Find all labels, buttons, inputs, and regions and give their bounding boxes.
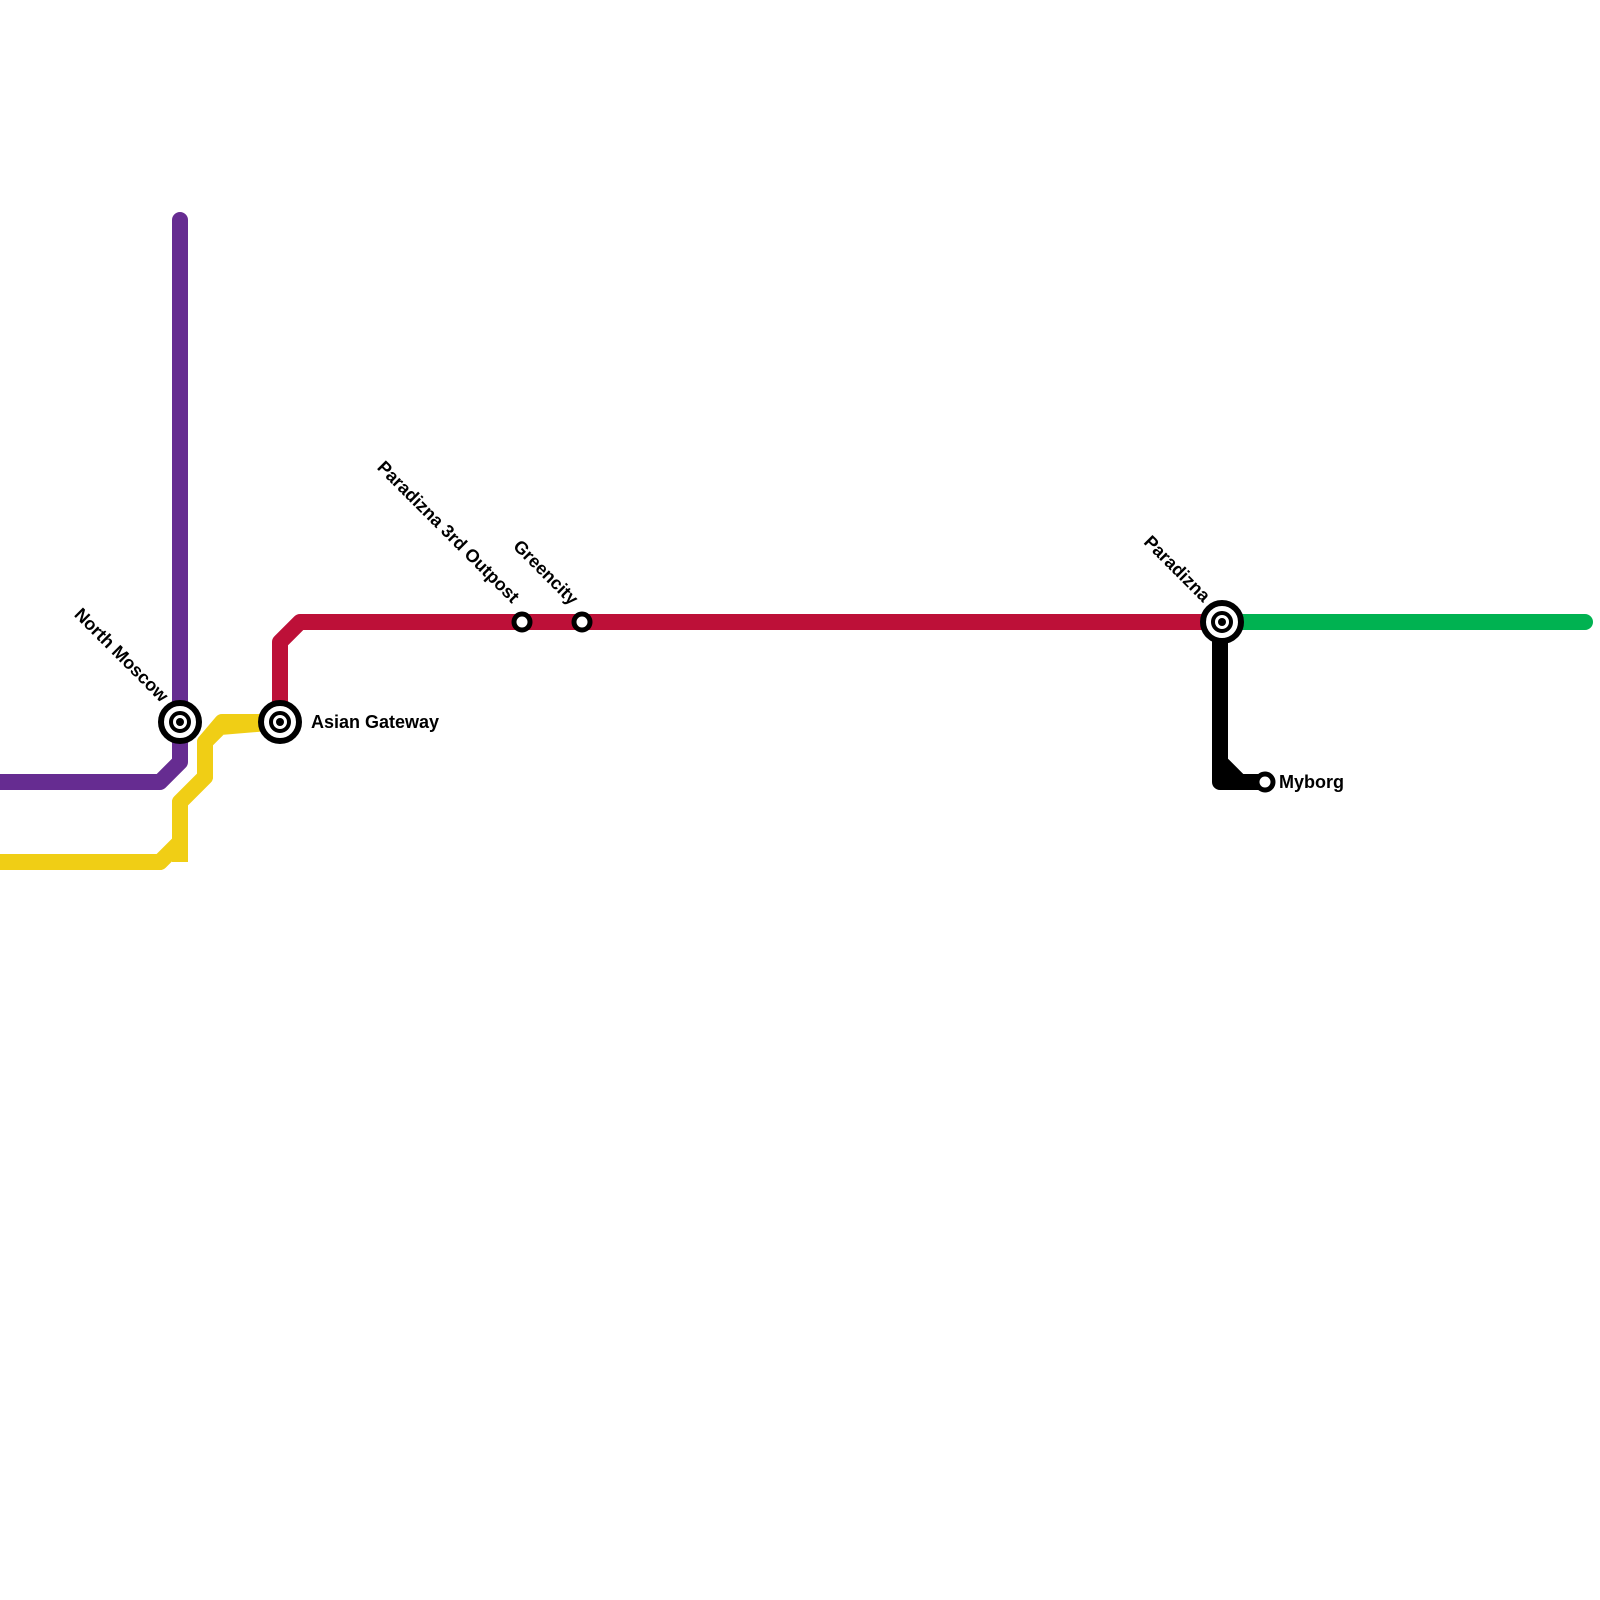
purple-line — [0, 220, 188, 790]
station-paradizna[interactable] — [1200, 600, 1244, 644]
black-line-diagonal — [1212, 754, 1248, 790]
yellow-line-west — [0, 836, 186, 870]
paradizna-center — [1218, 618, 1226, 626]
red-line — [272, 614, 1228, 730]
label-myborg: Myborg — [1279, 772, 1344, 792]
greencity-dot — [571, 611, 593, 633]
black-line — [1212, 614, 1273, 790]
asian-gateway-center — [276, 718, 284, 726]
myborg-dot — [1254, 771, 1276, 793]
station-north-moscow[interactable] — [158, 700, 202, 744]
yellow-line-main — [172, 714, 280, 862]
station-paradizna-3rd-outpost[interactable] — [511, 611, 533, 633]
north-moscow-center — [176, 718, 184, 726]
station-asian-gateway[interactable] — [258, 700, 302, 744]
station-greencity[interactable] — [571, 611, 593, 633]
paradizna-3rd-outpost-dot — [511, 611, 533, 633]
station-myborg[interactable] — [1254, 771, 1276, 793]
label-asian-gateway: Asian Gateway — [311, 712, 439, 732]
